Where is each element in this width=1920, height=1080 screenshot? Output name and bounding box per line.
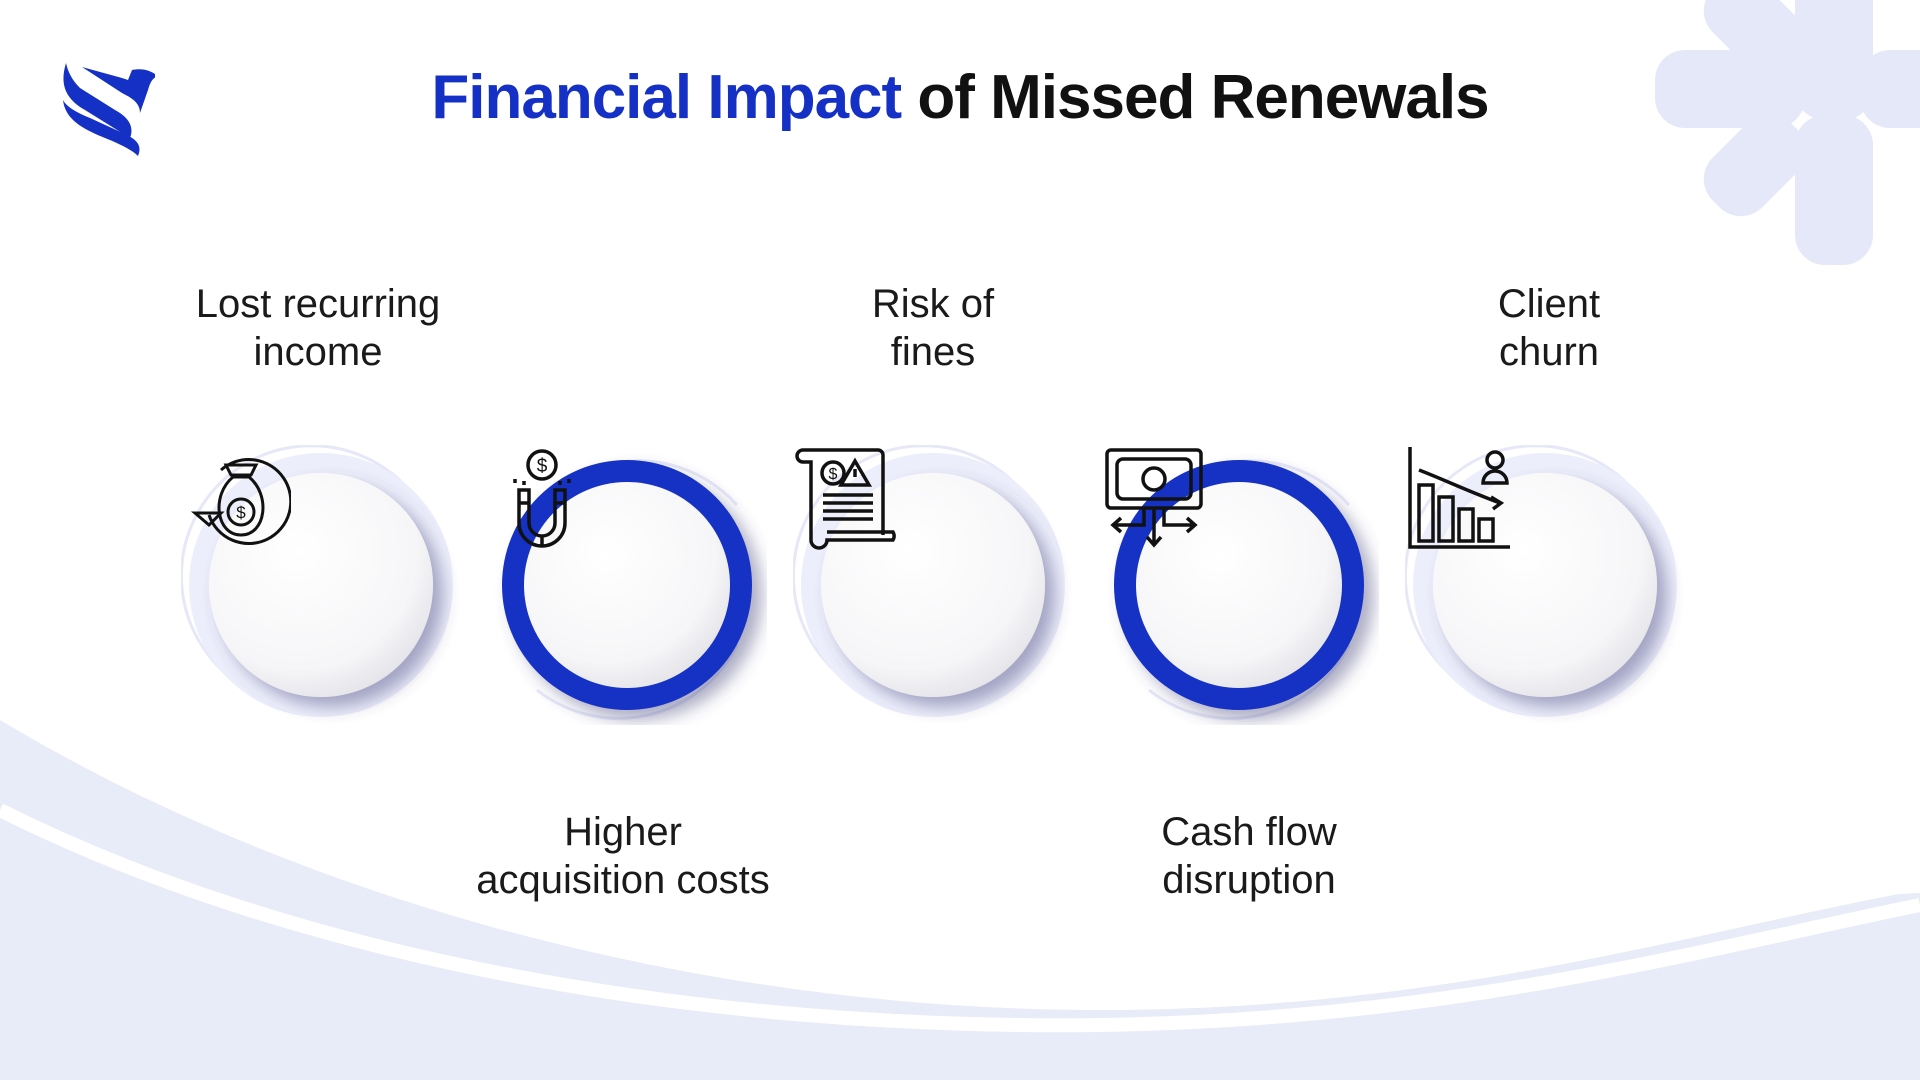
label-line: acquisition costs	[476, 858, 770, 902]
label-line: Cash flow	[1161, 810, 1337, 854]
step-node-5	[1405, 445, 1685, 725]
document-warning-icon: $	[795, 448, 896, 550]
page-title: Financial Impact of Missed Renewals	[0, 62, 1920, 133]
label-line: fines	[890, 330, 976, 374]
label-line: churn	[1498, 330, 1600, 374]
label-line: Client	[1497, 282, 1601, 326]
star-decoration-icon	[1655, 0, 1920, 265]
declining-chart-icon	[1408, 447, 1510, 549]
title-accent: Financial Impact	[431, 63, 902, 132]
company-logo	[63, 63, 155, 156]
svg-text:$: $	[829, 466, 838, 483]
label-line: disruption	[1162, 858, 1336, 902]
step-node-4	[1099, 445, 1379, 725]
cash-flow-icon	[1105, 448, 1203, 548]
label-line: Higher	[564, 810, 682, 854]
money-bag-icon: $	[190, 458, 291, 545]
title-rest: of Missed Renewals	[901, 63, 1489, 132]
step-node-3: $	[793, 445, 1073, 725]
step-node-1: $	[181, 445, 461, 725]
step-node-2: $	[487, 445, 767, 725]
svg-text:$: $	[236, 503, 246, 522]
label-line: income	[253, 330, 383, 374]
label-line: Risk of	[871, 282, 995, 326]
magnet-dollar-icon: $	[513, 449, 571, 548]
label-line: Lost recurring	[195, 282, 441, 326]
svg-text:$: $	[537, 456, 548, 477]
